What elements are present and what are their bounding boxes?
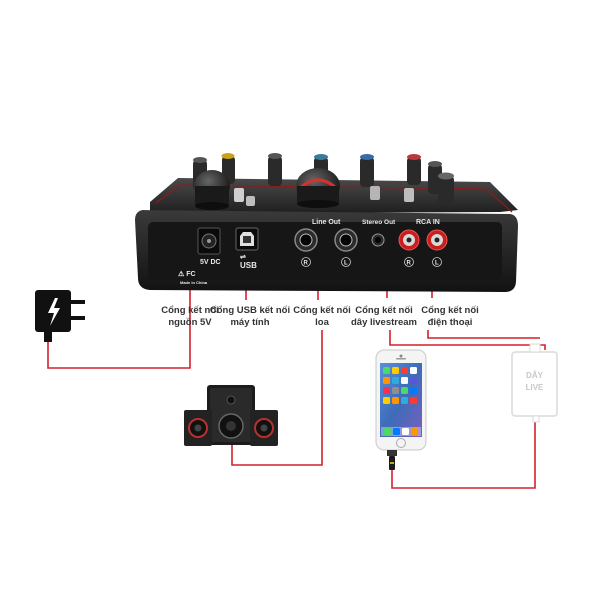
rca-in-label: RCA IN <box>416 219 440 226</box>
usb-label: USB <box>240 261 257 270</box>
rca-r-label: R <box>407 261 412 267</box>
power-adapter-icon <box>35 290 85 342</box>
callout-power: Cổng kết nối nguồn 5V <box>161 305 219 328</box>
rca-right-jack <box>398 229 420 251</box>
cable-label-line2: LIVE <box>526 383 544 392</box>
callout-phone-line2: điện thoại <box>428 317 473 328</box>
callout-usb-line1: Cổng USB kết nối <box>210 305 290 316</box>
usb-port <box>235 227 259 251</box>
wire-livestream <box>389 330 546 350</box>
rca-l-label: L <box>435 261 439 267</box>
callout-usb-line2: máy tính <box>230 317 269 328</box>
stereo-out-label: Stereo Out <box>362 219 396 226</box>
dc-label: 5V DC <box>200 259 221 266</box>
wires <box>47 262 546 489</box>
audio-interface: 5V DC USB ⇌ Made in China ⚠ FC Line Out … <box>135 153 518 292</box>
usb-symbol: ⇌ <box>240 253 246 261</box>
callout-speaker: Cổng kết nối loa <box>293 305 351 328</box>
top-knobs <box>193 153 454 210</box>
cable-label-line1: DÂY <box>526 371 544 380</box>
wire-phone-jack <box>391 418 536 489</box>
callout-phone-line1: Cổng kết nối <box>421 305 479 316</box>
callout-speaker-line1: Cổng kết nối <box>293 305 351 316</box>
line-out-r-label: R <box>304 261 309 267</box>
dc-jack <box>197 227 221 255</box>
wire-power <box>47 282 191 369</box>
callout-power-line1: Cổng kết nối <box>161 305 219 316</box>
callout-usb: Cổng USB kết nối máy tính <box>210 305 290 328</box>
line-out-left-jack <box>334 228 358 252</box>
line-out-label: Line Out <box>312 219 341 226</box>
callout-phone: Cổng kết nối điện thoại <box>421 305 479 328</box>
app-icons <box>381 367 421 436</box>
callout-speaker-line2: loa <box>315 317 329 328</box>
callout-livestream-line2: dây livestream <box>351 317 417 328</box>
ce-fc-mark: ⚠ FC <box>178 270 196 278</box>
livestream-cable-icon: DÂY LIVE <box>511 343 558 423</box>
line-out-l-label: L <box>344 261 348 267</box>
made-in-label: Made in China <box>180 280 208 285</box>
wire-phone-out <box>427 330 540 339</box>
smartphone-icon <box>375 349 427 470</box>
callout-livestream: Cổng kết nối dây livestream <box>351 305 417 328</box>
wire-speaker <box>231 330 323 466</box>
callout-livestream-line1: Cổng kết nối <box>355 305 413 316</box>
rca-left-jack <box>426 229 448 251</box>
line-out-right-jack <box>294 228 318 252</box>
speaker-system-icon <box>184 385 278 446</box>
stereo-out-jack <box>371 233 385 247</box>
callout-power-line2: nguồn 5V <box>168 317 212 328</box>
